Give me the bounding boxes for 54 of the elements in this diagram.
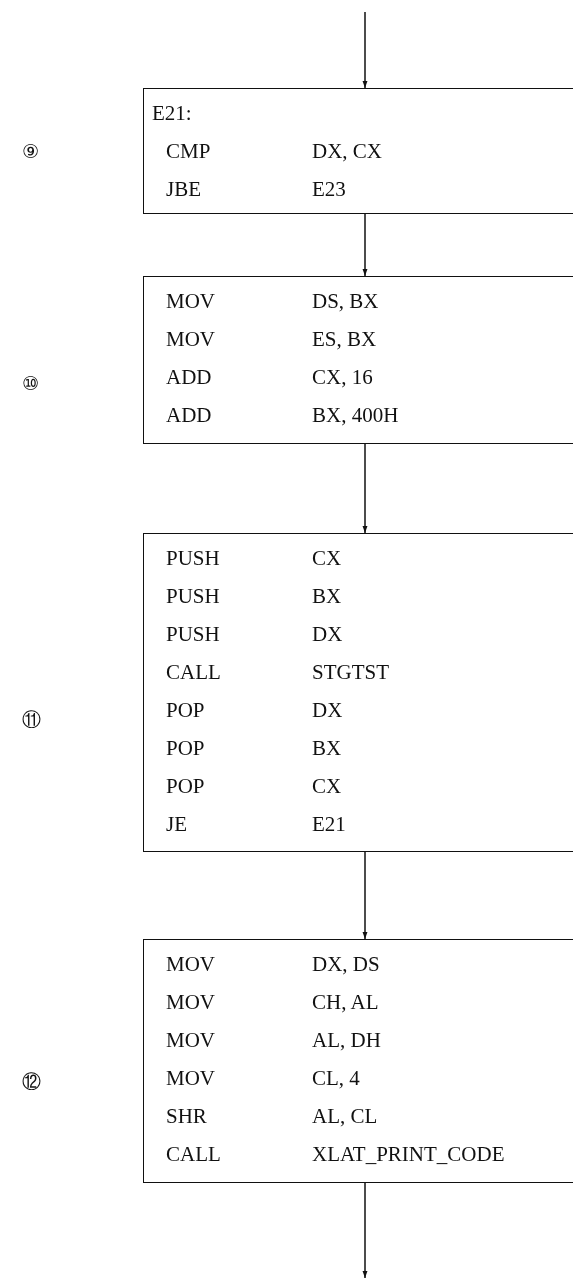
operand-text: BX, 400H [312, 403, 399, 427]
code-block-box [143, 939, 573, 1183]
operand-text: CH, AL [312, 990, 379, 1014]
instruction-text: PUSH [166, 546, 220, 570]
operand-text: CX, 16 [312, 365, 373, 389]
operand-text: CL, 4 [312, 1066, 360, 1090]
step-number: ⑪ [22, 708, 41, 730]
instruction-text: PUSH [166, 622, 220, 646]
operand-text: DS, BX [312, 289, 379, 313]
instruction-text: MOV [166, 327, 215, 351]
instruction-text: CMP [166, 139, 211, 163]
instruction-text: JE [166, 812, 187, 836]
instruction-text: MOV [166, 952, 215, 976]
code-block-box [143, 533, 573, 852]
operand-text: CX [312, 774, 342, 798]
flow-arrow [362, 213, 368, 277]
operand-text: CX [312, 546, 342, 570]
operand-text: E23 [312, 177, 346, 201]
code-block-box [143, 88, 573, 214]
flow-arrow [362, 851, 368, 940]
step-number: ⑨ [22, 140, 40, 162]
instruction-text: SHR [166, 1104, 207, 1128]
operand-text: XLAT_PRINT_CODE [312, 1142, 505, 1166]
instruction-text: CALL [166, 660, 221, 684]
instruction-text: MOV [166, 990, 215, 1014]
instruction-text: MOV [166, 289, 215, 313]
instruction-text: ADD [166, 365, 212, 389]
instruction-text: MOV [166, 1028, 215, 1052]
flow-arrow [362, 11, 368, 89]
instruction-text: ADD [166, 403, 212, 427]
operand-text: STGTST [312, 660, 389, 684]
operand-text: DX, CX [312, 139, 382, 163]
operand-text: ES, BX [312, 327, 377, 351]
step-number: ⑩ [22, 372, 40, 394]
operand-text: E21 [312, 812, 346, 836]
instruction-text: POP [166, 698, 205, 722]
operand-text: BX [312, 584, 342, 608]
operand-text: BX [312, 736, 342, 760]
flow-arrow [362, 443, 368, 534]
operand-text: DX [312, 622, 343, 646]
instruction-text: JBE [166, 177, 201, 201]
operand-text: DX [312, 698, 343, 722]
operand-text: AL, DH [312, 1028, 381, 1052]
operand-text: DX, DS [312, 952, 380, 976]
operand-text: AL, CL [312, 1104, 378, 1128]
code-block-box [143, 276, 573, 444]
instruction-text: MOV [166, 1066, 215, 1090]
instruction-text: PUSH [166, 584, 220, 608]
code-label: E21: [152, 101, 192, 125]
step-number: ⑫ [22, 1070, 41, 1092]
instruction-text: CALL [166, 1142, 221, 1166]
instruction-text: POP [166, 774, 205, 798]
flow-arrow [362, 1182, 368, 1279]
instruction-text: POP [166, 736, 205, 760]
